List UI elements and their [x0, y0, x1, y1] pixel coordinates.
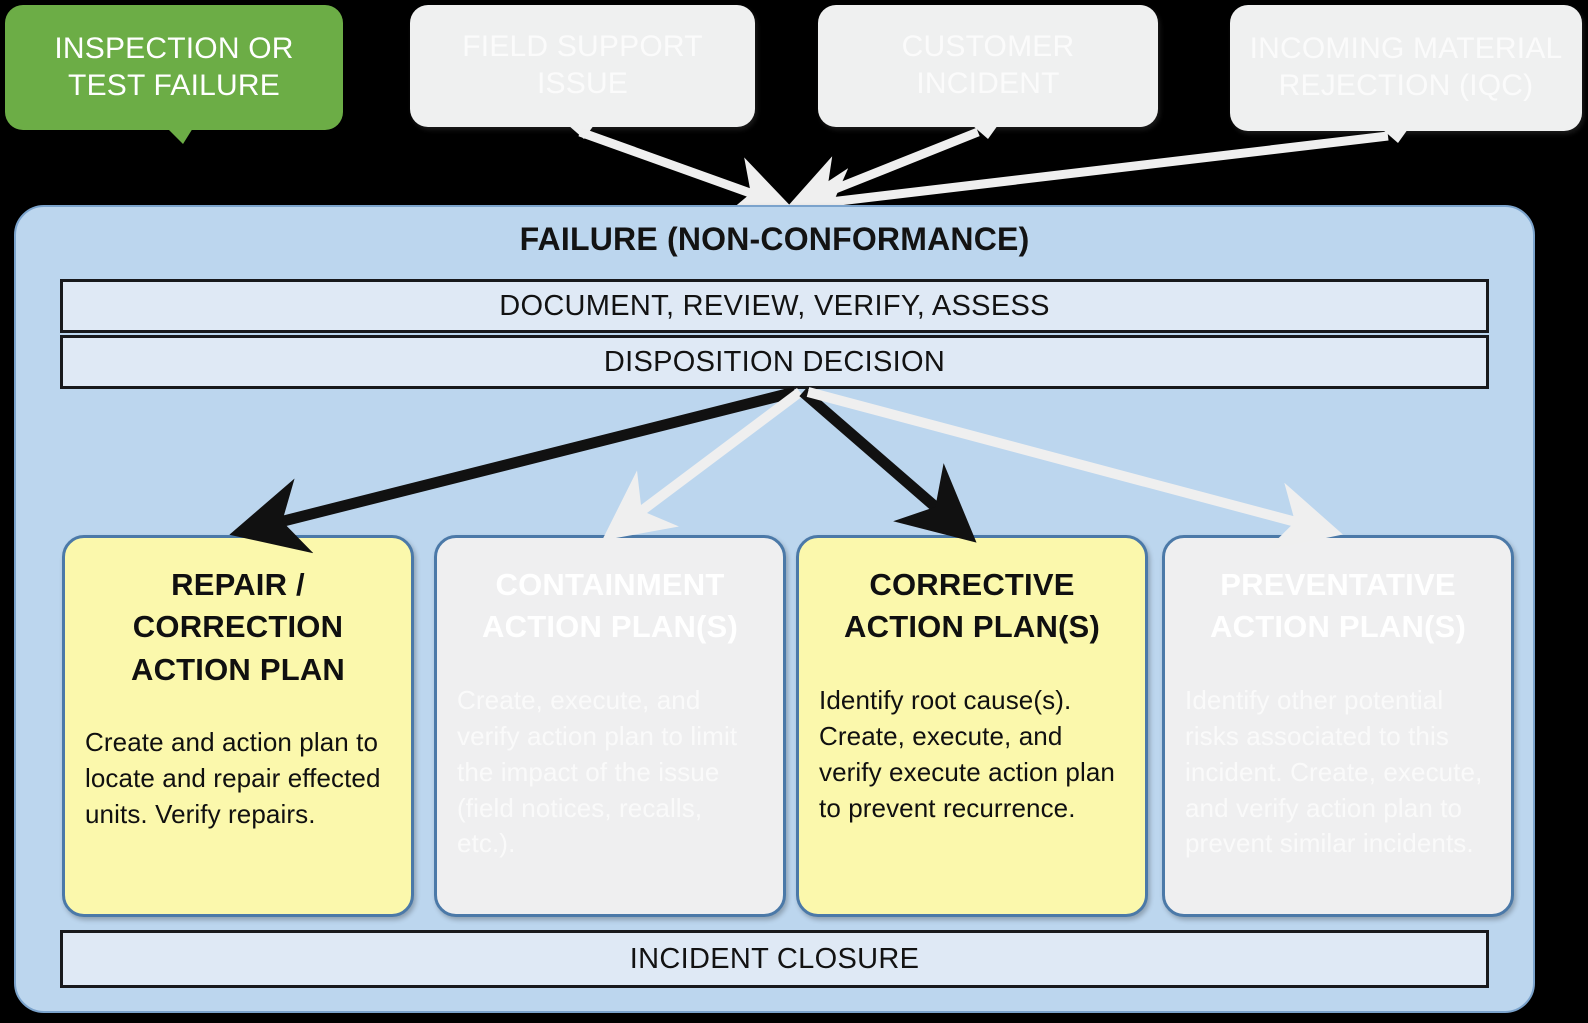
arrow-incoming-material-to-failure — [789, 131, 1389, 231]
step-incident-closure[interactable]: INCIDENT CLOSURE — [60, 930, 1489, 988]
action-plan-body: Create, execute, and verify action plan … — [457, 684, 738, 859]
step-disposition-decision[interactable]: DISPOSITION DECISION — [60, 335, 1489, 389]
source-box-incoming-material-rejection[interactable]: INCOMING MATERIAL REJECTION (IQC) — [1230, 5, 1582, 131]
action-plan-body: Identify other potential risks associate… — [1185, 684, 1483, 859]
arrow-customer-incident-to-failure — [785, 127, 980, 215]
arrow-field-support-to-failure — [578, 127, 793, 217]
action-plan-title: CONTAINMENT ACTION PLAN(S) — [482, 567, 738, 645]
action-plan-card-repair-correction[interactable]: REPAIR / CORRECTION ACTION PLAN Create a… — [62, 535, 414, 917]
action-plan-body: Create and action plan to locate and rep… — [85, 727, 381, 830]
source-box-inspection-or-test-failure[interactable]: INSPECTION OR TEST FAILURE — [5, 5, 343, 130]
step-label: DOCUMENT, REVIEW, VERIFY, ASSESS — [499, 289, 1050, 322]
callout-tail-incoming-material — [1382, 129, 1408, 143]
source-box-label: INSPECTION OR TEST FAILURE — [54, 31, 294, 102]
step-label: INCIDENT CLOSURE — [629, 942, 920, 975]
source-box-label: FIELD SUPPORT ISSUE — [462, 30, 703, 100]
source-box-field-support-issue[interactable]: FIELD SUPPORT ISSUE — [410, 5, 755, 127]
step-label: DISPOSITION DECISION — [603, 345, 946, 378]
source-box-customer-incident[interactable]: CUSTOMER INCIDENT — [818, 5, 1158, 127]
failure-process-panel: FAILURE (NON-CONFORMANCE) DOCUMENT, REVI… — [14, 205, 1535, 1013]
action-plan-card-preventative[interactable]: PREVENTATIVE ACTION PLAN(S) Identify oth… — [1162, 535, 1514, 917]
action-plan-title: REPAIR / CORRECTION ACTION PLAN — [130, 567, 346, 687]
source-box-label: INCOMING MATERIAL REJECTION (IQC) — [1249, 32, 1563, 102]
action-plan-title: PREVENTATIVE ACTION PLAN(S) — [1210, 567, 1466, 645]
step-document-review-verify-assess[interactable]: DOCUMENT, REVIEW, VERIFY, ASSESS — [60, 279, 1489, 333]
page-title: FAILURE (NON-CONFORMANCE) — [519, 221, 1030, 257]
action-plan-card-containment[interactable]: CONTAINMENT ACTION PLAN(S) Create, execu… — [434, 535, 786, 917]
source-box-label: CUSTOMER INCIDENT — [901, 30, 1075, 100]
action-plan-title: CORRECTIVE ACTION PLAN(S) — [844, 567, 1100, 645]
callout-tail-customer-incident — [972, 125, 998, 139]
action-plan-card-corrective[interactable]: CORRECTIVE ACTION PLAN(S) Identify root … — [796, 535, 1148, 917]
callout-tail-field-support — [568, 125, 594, 139]
callout-tail-inspection — [167, 128, 193, 144]
action-plan-body: Identify root cause(s). Create, execute,… — [819, 684, 1115, 823]
